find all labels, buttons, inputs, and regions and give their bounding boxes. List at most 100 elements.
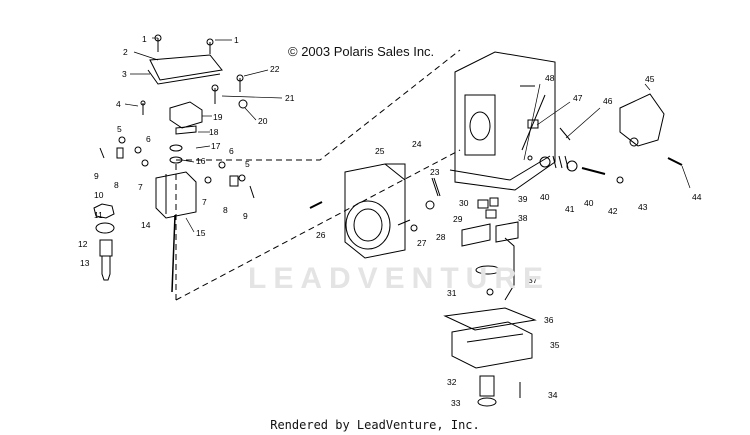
callout-4: 4 — [116, 99, 121, 109]
washer-48 — [527, 155, 533, 161]
intake-bore — [345, 200, 391, 250]
callout-11: 11 — [94, 210, 103, 220]
callout-12: 12 — [78, 239, 88, 249]
callout-35: 35 — [550, 340, 560, 350]
part-39 — [489, 197, 499, 207]
callout-18: 18 — [209, 127, 219, 137]
callout-1: 1 — [234, 35, 239, 45]
callout-6: 6 — [146, 134, 151, 144]
part-8-right — [229, 175, 239, 187]
callout-31: 31 — [447, 288, 457, 298]
callout-42: 42 — [608, 206, 618, 216]
callout-14: 14 — [141, 220, 151, 230]
callout-7: 7 — [202, 197, 207, 207]
callout-46: 46 — [603, 96, 613, 106]
clip-17 — [169, 144, 183, 152]
callout-15: 15 — [196, 228, 206, 238]
callout-24: 24 — [412, 139, 422, 149]
callout-30: 30 — [459, 198, 469, 208]
callout-26: 26 — [316, 230, 326, 240]
part-5-left — [118, 136, 126, 144]
washer-20 — [238, 99, 248, 109]
jet-13 — [101, 255, 111, 281]
drain-plug-33 — [477, 397, 497, 407]
assembly-boundary-dash-2 — [175, 149, 461, 301]
carb-body — [454, 51, 556, 191]
screw-44 — [667, 157, 683, 166]
callout-13: 13 — [80, 258, 90, 268]
part-9-left — [99, 147, 105, 159]
part-30 — [477, 199, 489, 209]
callout-8: 8 — [223, 205, 228, 215]
callout-6: 6 — [229, 146, 234, 156]
nut-10 — [93, 203, 115, 219]
jet-12 — [99, 239, 113, 257]
screw-1b — [206, 38, 214, 54]
watermark: LEADVENTURE — [248, 262, 551, 295]
callout-9: 9 — [243, 211, 248, 221]
part-6-left — [134, 146, 142, 154]
callout-39: 39 — [518, 194, 528, 204]
callout-21: 21 — [285, 93, 295, 103]
assembly-boundary-dash — [175, 49, 461, 300]
callout-40: 40 — [540, 192, 550, 202]
gasket-plate — [149, 54, 223, 81]
screw-42 — [581, 167, 606, 175]
callout-20: 20 — [258, 116, 268, 126]
callout-36: 36 — [544, 315, 554, 325]
callout-41: 41 — [565, 204, 575, 214]
callout-2: 2 — [123, 47, 128, 57]
part-7-right — [204, 176, 212, 184]
bracket-19 — [169, 101, 203, 129]
callout-27: 27 — [417, 238, 427, 248]
washer-40a — [539, 156, 551, 168]
part-6-right — [218, 161, 226, 169]
float-left — [461, 223, 491, 247]
callout-34: 34 — [548, 390, 558, 400]
part-9-right — [249, 185, 255, 199]
callout-9: 9 — [94, 171, 99, 181]
callout-17: 17 — [211, 141, 221, 151]
callout-37: 37 — [528, 275, 538, 285]
screw-22 — [236, 74, 244, 92]
callout-23: 23 — [430, 167, 440, 177]
part-8-left — [116, 147, 124, 159]
part-28 — [410, 224, 418, 232]
carb-throat — [469, 111, 491, 141]
float-arm — [475, 265, 501, 275]
bracket-18 — [175, 125, 197, 135]
bowl-edge — [466, 333, 524, 343]
part-38 — [485, 209, 497, 219]
carb-bore — [464, 94, 496, 156]
part-29 — [425, 200, 435, 210]
callout-16: 16 — [196, 156, 206, 166]
callout-47: 47 — [573, 93, 583, 103]
pin-31 — [486, 288, 494, 296]
intake-bore-inner — [353, 208, 383, 242]
callout-10: 10 — [94, 190, 104, 200]
spring-23 — [431, 177, 441, 197]
callout-3: 3 — [122, 69, 127, 79]
leader-48 — [521, 94, 546, 151]
float-right — [495, 221, 519, 243]
callout-44: 44 — [692, 192, 702, 202]
washer-11 — [95, 222, 115, 234]
callout-33: 33 — [451, 398, 461, 408]
leader-37 — [504, 237, 515, 301]
part-43 — [616, 176, 624, 184]
copyright-notice: © 2003 Polaris Sales Inc. — [288, 44, 435, 59]
callout-29: 29 — [453, 214, 463, 224]
part-5-right — [238, 174, 246, 182]
screw-1a — [154, 34, 162, 52]
callout-40: 40 — [584, 198, 594, 208]
callout-48: 48 — [545, 73, 555, 83]
part-7-left — [141, 159, 149, 167]
callout-43: 43 — [638, 202, 648, 212]
screw-26 — [309, 201, 323, 209]
throttle-cover-45 — [619, 93, 665, 147]
callout-28: 28 — [436, 232, 446, 242]
callout-25: 25 — [375, 146, 385, 156]
washer-40b — [566, 160, 578, 172]
